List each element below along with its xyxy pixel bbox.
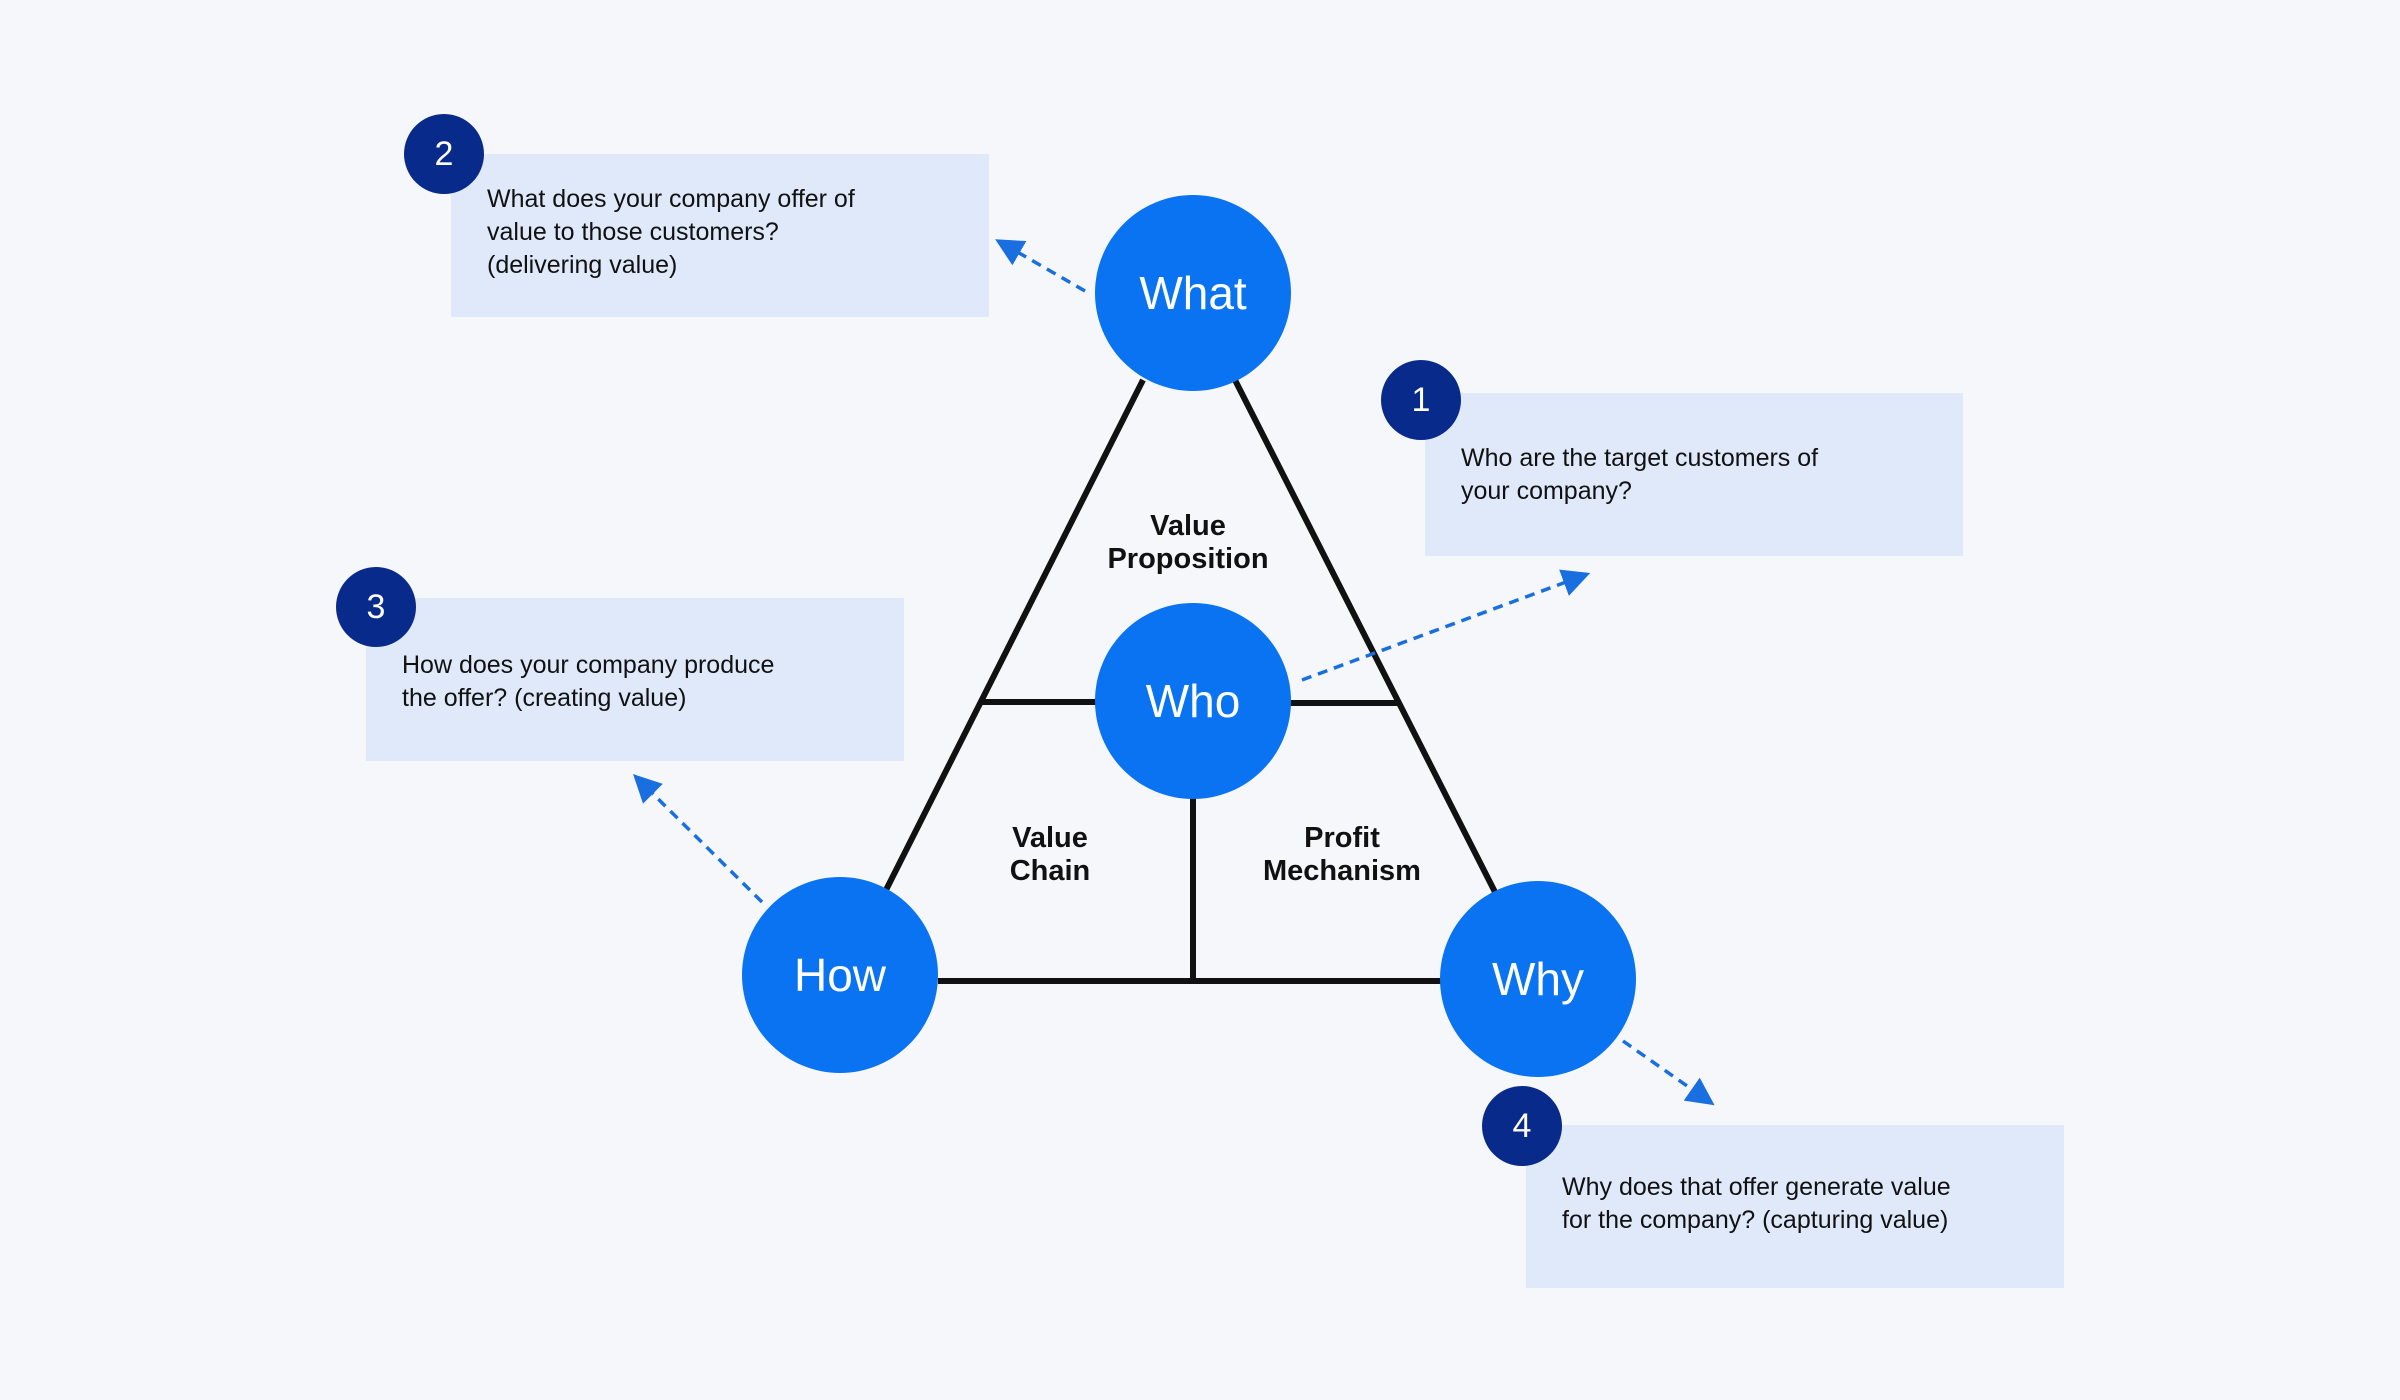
node-who: Who <box>1095 603 1291 799</box>
node-why: Why <box>1440 881 1636 1077</box>
callout-box-3: How does your company produce the offer?… <box>366 598 904 761</box>
node-what: What <box>1095 195 1291 391</box>
callout-number-badge-4: 4 <box>1482 1086 1562 1166</box>
callout-number-badge-1: 1 <box>1381 360 1461 440</box>
arrow-how-to-callout-3 <box>633 774 764 904</box>
arrow-why-to-callout-4 <box>1621 1039 1715 1106</box>
callout-box-2: What does your company offer of value to… <box>451 154 989 317</box>
callout-text-3: How does your company produce the offer?… <box>402 651 775 712</box>
callout-text-1: Who are the target customers of your com… <box>1461 444 1819 505</box>
value-chain-label: Value Chain <box>1009 822 1091 887</box>
profit-mechanism-label: Profit Mechanism <box>1263 822 1421 887</box>
triangle-left-edge <box>882 378 1146 894</box>
arrow-what-to-callout-2 <box>995 239 1086 293</box>
callout-box-4: Why does that offer generate value for t… <box>1526 1125 2064 1288</box>
callout-number-badge-3: 3 <box>336 567 416 647</box>
node-how: How <box>742 877 938 1073</box>
callout-text-2: What does your company offer of value to… <box>487 185 855 279</box>
callout-box-1: Who are the target customers of your com… <box>1425 393 1963 556</box>
triangle-right-edge <box>1232 378 1500 898</box>
callout-number-badge-2: 2 <box>404 114 484 194</box>
value-proposition-label: Value Proposition <box>1107 510 1269 575</box>
callout-text-4: Why does that offer generate value for t… <box>1562 1173 1951 1234</box>
